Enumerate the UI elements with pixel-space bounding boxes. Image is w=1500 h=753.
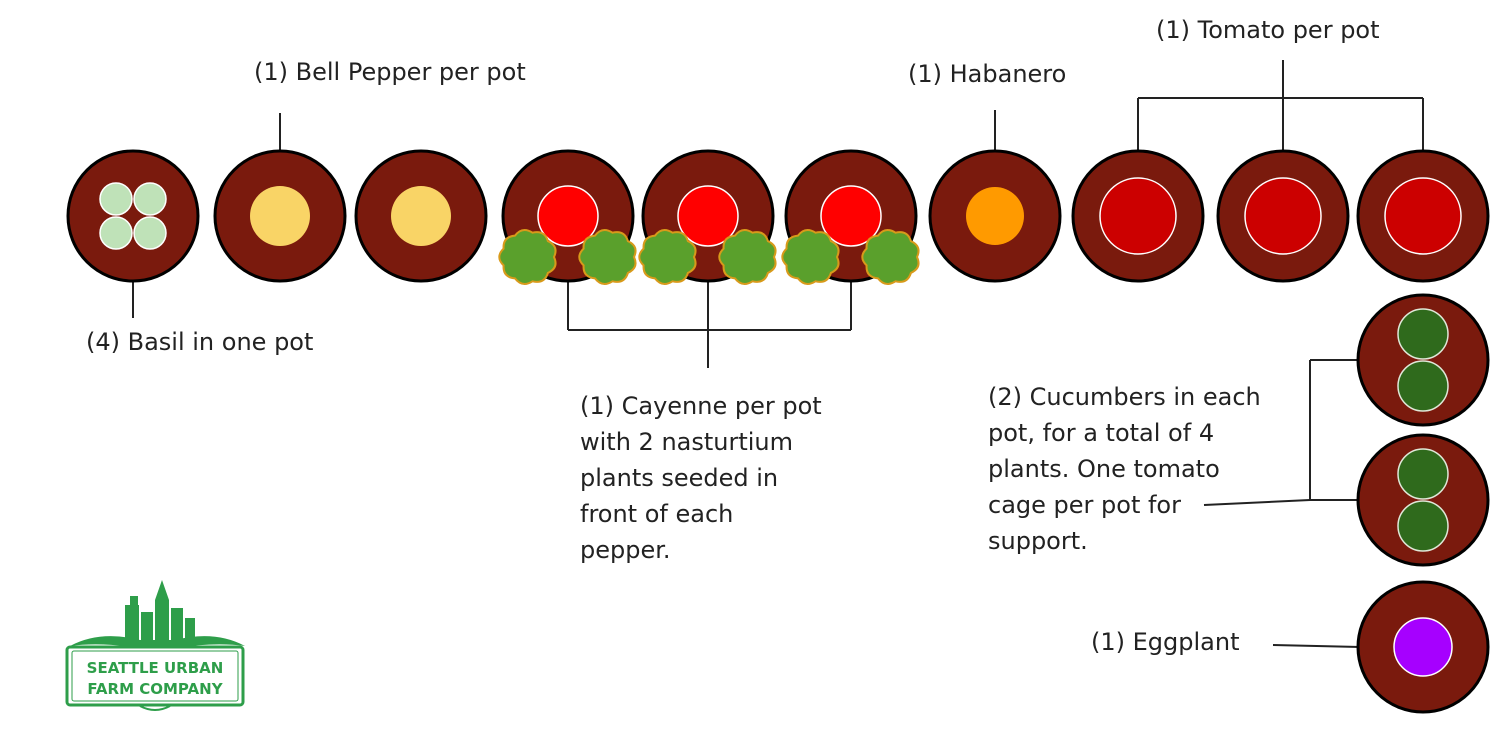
basil-label: (4) Basil in one pot (86, 328, 314, 356)
logo-line-2: FARM COMPANY (87, 680, 223, 698)
basil-plant (133, 216, 167, 250)
nasturtium-group (498, 229, 920, 285)
leaf-banner-icon (70, 636, 245, 648)
eggplant-plant (1393, 617, 1453, 677)
basil-plant (99, 216, 133, 250)
pot-bell-pepper (213, 149, 347, 283)
tomato-plant (1384, 177, 1462, 255)
pot-tomato (1216, 149, 1350, 283)
cucumbers-label-line: plants. One tomato (988, 455, 1220, 483)
nasturtium-plant (498, 229, 557, 285)
skyline-icon (125, 580, 195, 650)
cucumbers-label-line: (2) Cucumbers in each (988, 383, 1261, 411)
cucumber-connector-pointer (1203, 499, 1311, 506)
logo-frame (65, 645, 245, 707)
eggplant-connector (1272, 644, 1361, 648)
cayenne-label: (1) Cayenne per pot with 2 nasturtium pl… (580, 388, 822, 568)
pot-tomato (1071, 149, 1205, 283)
habanero-plant (966, 187, 1024, 245)
nasturtium-plant (781, 229, 840, 285)
basil-plant (99, 182, 133, 216)
cayenne-label-line: pepper. (580, 536, 671, 564)
cayenne-label-line: plants seeded in (580, 464, 779, 492)
cucumber-plant (1397, 360, 1449, 412)
nasturtium-plant (718, 229, 777, 285)
pot-bell-pepper (354, 149, 488, 283)
cayenne-plant (677, 185, 739, 247)
tomato-plant (1099, 177, 1177, 255)
cayenne-label-line: with 2 nasturtium (580, 428, 794, 456)
pot-circle (1356, 293, 1490, 427)
pot-cucumber (1356, 433, 1490, 567)
cucumbers-label: (2) Cucumbers in each pot, for a total o… (988, 379, 1261, 559)
cayenne-label-line: (1) Cayenne per pot (580, 392, 822, 420)
eggplant-label: (1) Eggplant (1091, 628, 1240, 656)
cucumber-plant (1397, 448, 1449, 500)
cayenne-plant (537, 185, 599, 247)
basil-plant (133, 182, 167, 216)
pot-habanero (928, 149, 1062, 283)
nasturtium-plant (638, 229, 697, 285)
cayenne-plant (820, 185, 882, 247)
bell-pepper-plant (391, 186, 451, 246)
bell-pepper-label: (1) Bell Pepper per pot (254, 58, 526, 86)
habanero-label: (1) Habanero (908, 60, 1067, 88)
pots-group (66, 149, 1490, 714)
cucumber-plant (1397, 308, 1449, 360)
cucumber-plant (1397, 500, 1449, 552)
pot-basil (66, 149, 200, 283)
cucumbers-label-line: pot, for a total of 4 (988, 419, 1215, 447)
tomato-plant (1244, 177, 1322, 255)
pot-circle (66, 149, 200, 283)
nasturtium-plant (578, 229, 637, 285)
tomato-label: (1) Tomato per pot (1156, 16, 1380, 44)
nasturtium-plant (861, 229, 920, 285)
connector-lines (132, 60, 1424, 648)
logo-flourish (139, 705, 171, 711)
pot-cucumber (1356, 293, 1490, 427)
pot-tomato (1356, 149, 1490, 283)
cayenne-label-line: front of each (580, 500, 734, 528)
logo-line-1: SEATTLE URBAN (87, 659, 224, 677)
pot-circle (1356, 433, 1490, 567)
cucumbers-label-line: support. (988, 527, 1088, 555)
logo-inner-frame (71, 650, 239, 702)
pot-eggplant (1356, 580, 1490, 714)
seattle-urban-farm-logo: SEATTLE URBAN FARM COMPANY (65, 580, 245, 711)
bell-pepper-plant (250, 186, 310, 246)
cucumbers-label-line: cage per pot for (988, 491, 1181, 519)
